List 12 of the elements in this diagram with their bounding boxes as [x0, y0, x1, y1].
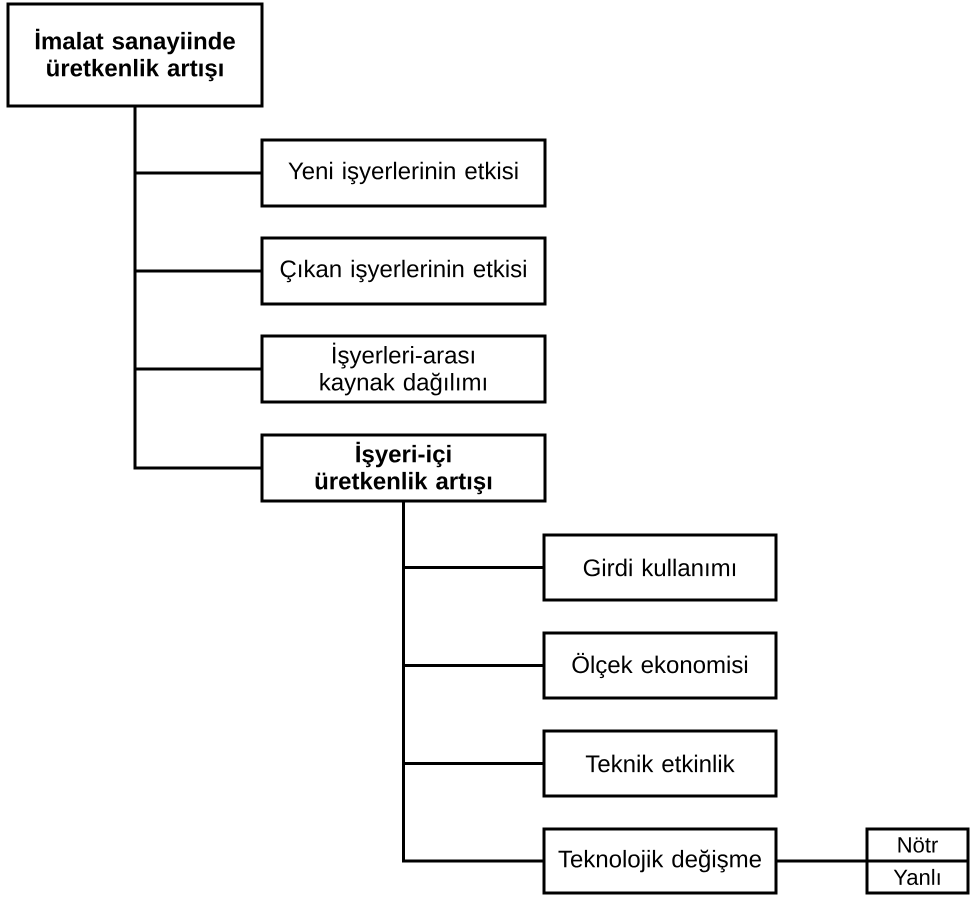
- box: İşyeri-içi üretkenlik artışı: [260, 433, 546, 502]
- box: Girdi kullanımı: [542, 533, 778, 602]
- box: Yanlı: [866, 859, 970, 894]
- box: Çıkan işyerlerinin etkisi: [260, 236, 546, 306]
- box: Ölçek ekonomisi: [542, 631, 778, 700]
- connector-line: [778, 859, 866, 862]
- box: Teknolojik değişme: [542, 827, 778, 894]
- box: İmalat sanayiinde üretkenlik artışı: [6, 2, 264, 108]
- box: Teknik etkinlik: [542, 729, 778, 798]
- box: İşyerleri-arası kaynak dağılımı: [260, 334, 546, 404]
- box: Yeni işyerlerinin etkisi: [260, 138, 546, 208]
- box: Nötr: [866, 827, 970, 862]
